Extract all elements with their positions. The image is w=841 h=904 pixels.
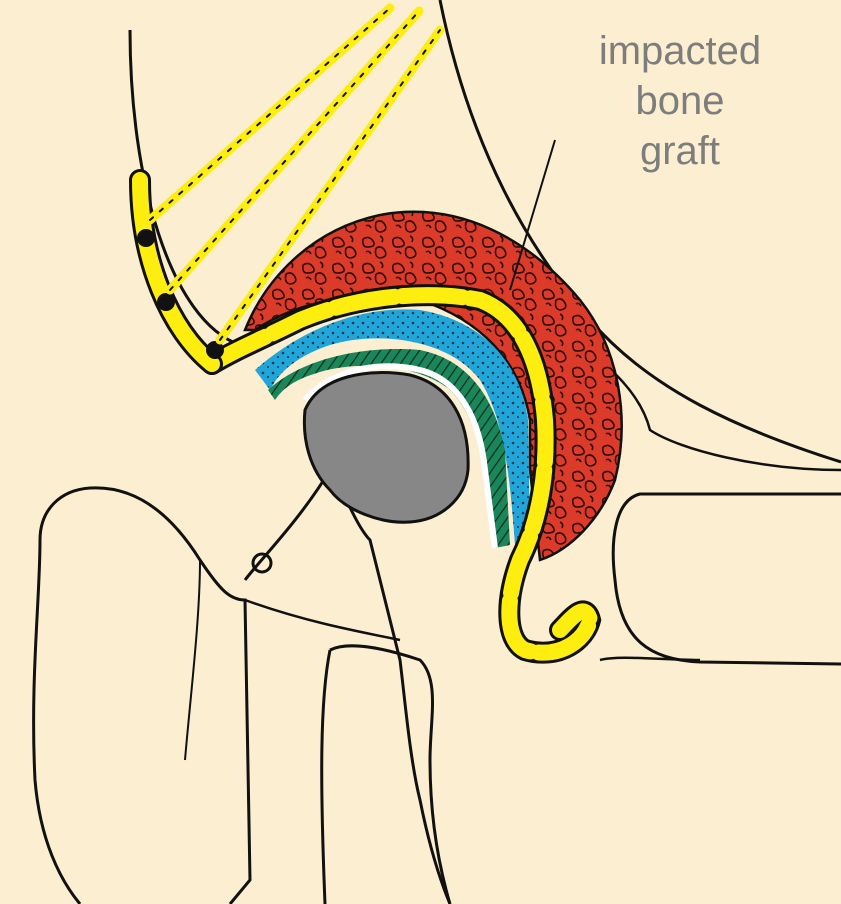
graft-label-line-2: bone — [560, 76, 800, 126]
graft-label-line-3: graft — [560, 126, 800, 176]
graft-label-line-1: impacted — [560, 26, 800, 76]
screw-hole-2 — [157, 293, 175, 311]
screw-hole-1 — [137, 229, 155, 247]
graft-label: impacted bone graft — [560, 26, 800, 176]
